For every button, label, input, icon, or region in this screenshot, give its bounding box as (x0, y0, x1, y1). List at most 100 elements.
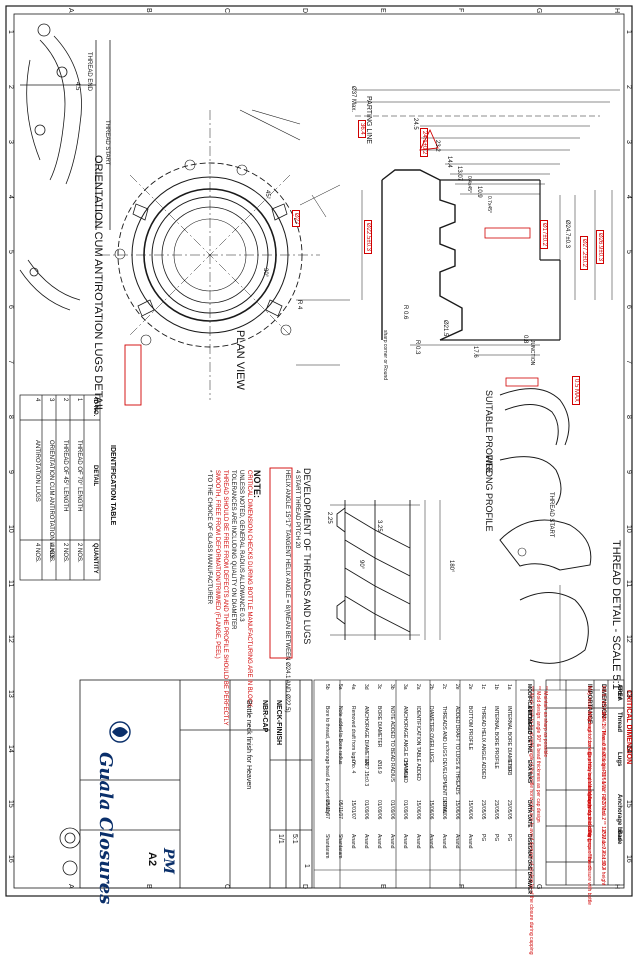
id-header-id: ID NO. (92, 398, 98, 417)
rev-row-7-col-4: 01/09/06 (402, 800, 408, 820)
crit-row-1-area: Bore (616, 686, 622, 700)
crit-row-3-area: Lugs (616, 752, 622, 767)
rev-header-5: DISEGNATORE DRAWER (526, 834, 532, 894)
grid-ref-right-1: 1 (625, 30, 632, 34)
rev-row-11-col-2: ADDED DRAFT TO LUGS & THREADS (454, 706, 460, 795)
rev-row-13-col-5: PG (480, 834, 486, 842)
grid-ref-bottom-H: H (613, 884, 620, 890)
note-line-1: CRITICAL DIMENSION CHECKS DURING BOTTLE … (246, 470, 252, 708)
rev-row-8-col-4: 15/06/06 (415, 800, 421, 820)
dim-13-07: 13.07 (456, 166, 462, 182)
grid-ref-bottom-A: A (67, 884, 74, 889)
id-header-qty: QUANTITY (92, 543, 98, 574)
crit-row-2-area: Thread (616, 712, 622, 733)
rev-row-11-col-5: Anand (454, 834, 460, 849)
rev-row-13-col-1: 1c (480, 684, 486, 690)
grid-ref-right-5: 5 (625, 250, 632, 254)
grid-ref-right-10: 10 (625, 525, 632, 533)
rev-row-10-col-2: THREADS AND LUGS DEVELOPMENT DETAIL (441, 706, 447, 815)
rev-row-5-col-3: Ø16.9 (376, 760, 382, 774)
note-line-4: THREAD SHOULD BE FREE FROM DEFECTS AND T… (222, 470, 228, 726)
crit-row-5-importance: For proper fitment (586, 830, 592, 870)
note-line-2: UNLESS NOTED, GENERAL RADIUS ALLOWANCE 0… (238, 470, 244, 622)
dim-critical-27: Ø27 (292, 210, 300, 228)
rev-row-6-col-2: NOTE ADDED TO BEAD RADIUS (389, 706, 395, 782)
rev-row-1-col-1: 5b (324, 684, 330, 690)
revision-table-grid (313, 679, 535, 889)
rev-row-7-col-5: Anand (402, 834, 408, 849)
dim-r06: R 0.6 (402, 305, 408, 320)
grid-ref-right-4: 4 (625, 195, 632, 199)
grid-ref-top-A: A (67, 8, 74, 13)
rev-row-11-col-1: 2e (454, 684, 460, 690)
grid-ref-left-9: 9 (7, 470, 14, 474)
id-row-2-col-3: 2 NOS. (62, 543, 68, 563)
rev-row-2-col-2: Note added to Bore radius (337, 706, 343, 765)
grid-ref-top-D: D (301, 8, 308, 14)
dim-45deg: 45° (264, 190, 270, 200)
rev-row-7-col-1: 3a (402, 684, 408, 690)
rev-row-11-col-4: 15/06/06 (454, 800, 460, 820)
id-row-4-col-2: ANTIROTATION LUGS (34, 440, 40, 502)
dim-17-6: 17.6 (472, 346, 478, 358)
note-line-6: * TO THE CHOICE OF GLASS MANUFACTURER (206, 470, 212, 605)
company-name: Guala Closures (95, 752, 116, 905)
grid-ref-left-3: 3 (7, 140, 14, 144)
dim-critical-36-4: 36.4 (358, 120, 366, 138)
grid-ref-left-12: 12 (7, 635, 14, 643)
critical-title: CRITICAL DIMENSION (625, 690, 632, 765)
rev-row-15-col-3: 17±0.3 (506, 760, 512, 776)
rev-row-2-col-1: 5a (337, 684, 343, 690)
rev-row-9-col-4: 15/06/06 (428, 800, 434, 820)
junction-label: JUNCTION (529, 340, 535, 366)
rev-row-15-col-1: 1a (506, 684, 512, 690)
note-line-3: TOLERANCES ARE INCLUDING QUALITY ON DIAM… (230, 470, 236, 630)
crit-row-5-dimension: Ø27.1±0.4 or 30.4 height (600, 830, 606, 886)
grid-ref-top-G: G (535, 8, 542, 14)
id-row-4-col-3: 4 NOS. (34, 543, 40, 563)
drawing-signature: PM (160, 848, 176, 875)
dim-3-25: 3.25 (376, 520, 382, 532)
dim-critical-bore: Ø17±0.2 (540, 220, 548, 249)
rev-row-4-col-1: 3d (363, 684, 369, 690)
id-row-1-col-1: 1 (76, 398, 82, 402)
rev-row-3-col-4: 15/01/07 (350, 800, 356, 820)
rev-row-5-col-1: 3c (376, 684, 382, 690)
grid-ref-bottom-C: C (223, 884, 230, 890)
rev-row-14-col-1: 1b (493, 684, 499, 690)
grid-ref-left-6: 6 (7, 305, 14, 309)
rev-row-1-col-5: Shantaram (324, 834, 330, 859)
thread-start-detail (499, 519, 600, 691)
thread-lug-development (330, 500, 441, 640)
plan-view-title: PLAN VIEW (234, 330, 246, 390)
grid-ref-left-8: 8 (7, 415, 14, 419)
rev-header-4: DATA DATE (526, 800, 532, 828)
rev-row-1-col-2: Bore to thread, anchorage bead & proport… (324, 706, 330, 815)
grid-ref-top-H: H (613, 8, 620, 14)
rev-row-9-col-1: 2b (428, 684, 434, 690)
rev-row-14-col-2: INTERNAL BORE PROFILE (493, 706, 499, 769)
rev-row-3-col-1: 4a (350, 684, 356, 690)
dim-chamfer-0-7: 0.7x45° (486, 196, 492, 214)
rev-row-8-col-5: Anand (415, 834, 421, 849)
grid-ref-right-14: 14 (625, 745, 632, 753)
thread-start-label-2: THREAD START (104, 120, 110, 166)
thread-detail-title: THREAD DETAIL - SCALE 5:1 (610, 540, 622, 690)
grid-ref-right-16: 16 (625, 855, 632, 863)
rev-row-8-col-2: IDENTIFICATION TABLE ADDED (415, 706, 421, 781)
rev-row-12-col-5: Anand (467, 834, 473, 849)
rev-row-15-col-4: 23/05/05 (506, 800, 512, 820)
grid-ref-left-15: 15 (7, 800, 14, 808)
rev-row-3-col-3: 0° (350, 760, 356, 765)
rev-row-4-col-3: Ø27.15±0.3 (363, 760, 369, 787)
crit-row-5-area: Base (616, 830, 622, 845)
dim-chamfer-0-4: 0.4x45° (466, 176, 472, 194)
thread-start-label: THREAD START (548, 492, 554, 538)
bead-profiles (499, 377, 570, 506)
grid-ref-top-B: B (145, 8, 152, 13)
id-row-3-col-2: ORIENTATION CUM ANTIROTATION LUGS (48, 440, 54, 559)
rev-row-13-col-2: THREAD HELIX ANGLE ADDED (480, 706, 486, 780)
dim-critical-27-2: Ø27.2±0.2 (580, 236, 588, 270)
development-line2: HELIX ANGLE 15°17' TANGENT HELIX ANGLE =… (284, 470, 290, 713)
id-header-detail: DETAIL (92, 465, 98, 487)
